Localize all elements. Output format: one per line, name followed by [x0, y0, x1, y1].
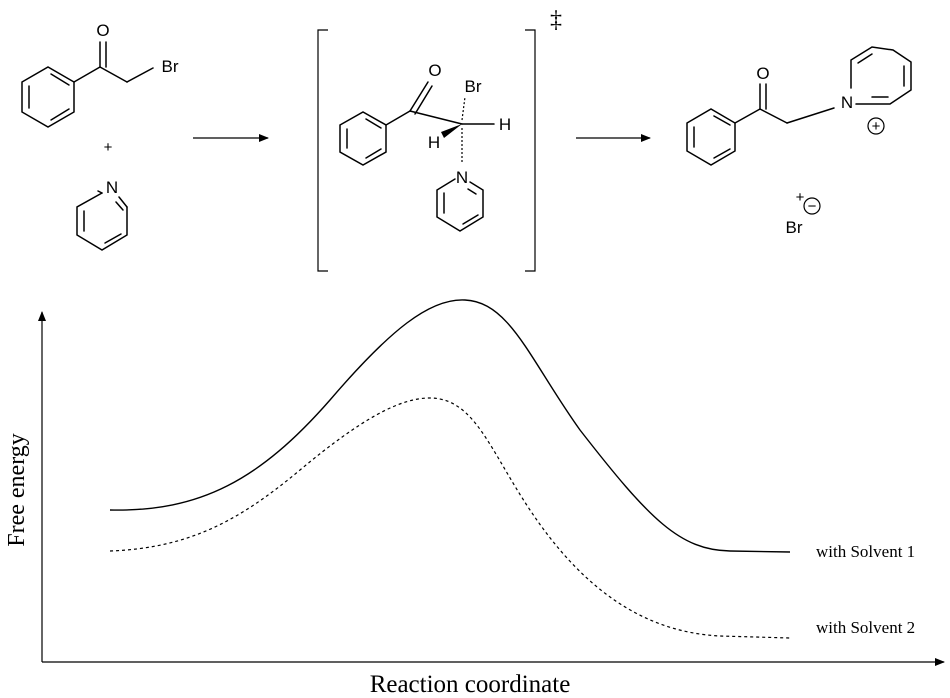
transition-state: ‡ O Br H H N — [317, 7, 562, 272]
ts-oxygen-label: O — [428, 61, 441, 80]
product-plus-sign: + — [796, 189, 805, 206]
ts-right-bracket — [525, 29, 536, 272]
reactant-pyridine: N — [76, 178, 128, 251]
negative-charge-label: − — [808, 198, 817, 215]
energy-diagram: Free energy Reaction coordinate with Sol… — [4, 299, 945, 698]
ts-hydrogen-left-label: H — [428, 133, 440, 152]
ts-nitrogen-label: N — [456, 168, 468, 187]
positive-charge-circle — [867, 117, 885, 135]
pyridine-nitrogen-label: N — [106, 178, 118, 197]
ts-bromine-label: Br — [465, 77, 482, 96]
product-oxygen-label: O — [756, 64, 769, 83]
positive-charge-label: + — [872, 118, 881, 135]
product-nitrogen-label: N — [841, 93, 853, 112]
y-axis-label: Free energy — [4, 433, 30, 547]
reactant-plus-sign: + — [104, 139, 113, 156]
reactant1-bromine-label: Br — [162, 57, 179, 76]
ts-hydrogen-right-label: H — [499, 115, 511, 134]
curve-solvent-2 — [109, 397, 791, 639]
ts-double-dagger: ‡ — [550, 7, 562, 33]
x-axis-label: Reaction coordinate — [370, 671, 571, 698]
legend-solvent-2: with Solvent 2 — [816, 618, 915, 637]
legend-solvent-1: with Solvent 1 — [816, 542, 915, 561]
product-pyridinium-salt: O N + + Br − — [686, 46, 912, 237]
bromide-label: Br — [786, 218, 803, 237]
reactant1-oxygen-label: O — [96, 21, 109, 40]
reactant-phenacyl-bromide: O Br — [21, 21, 179, 128]
ts-left-bracket — [317, 29, 328, 272]
curve-solvent-1 — [109, 299, 791, 553]
negative-charge-circle — [803, 197, 821, 215]
